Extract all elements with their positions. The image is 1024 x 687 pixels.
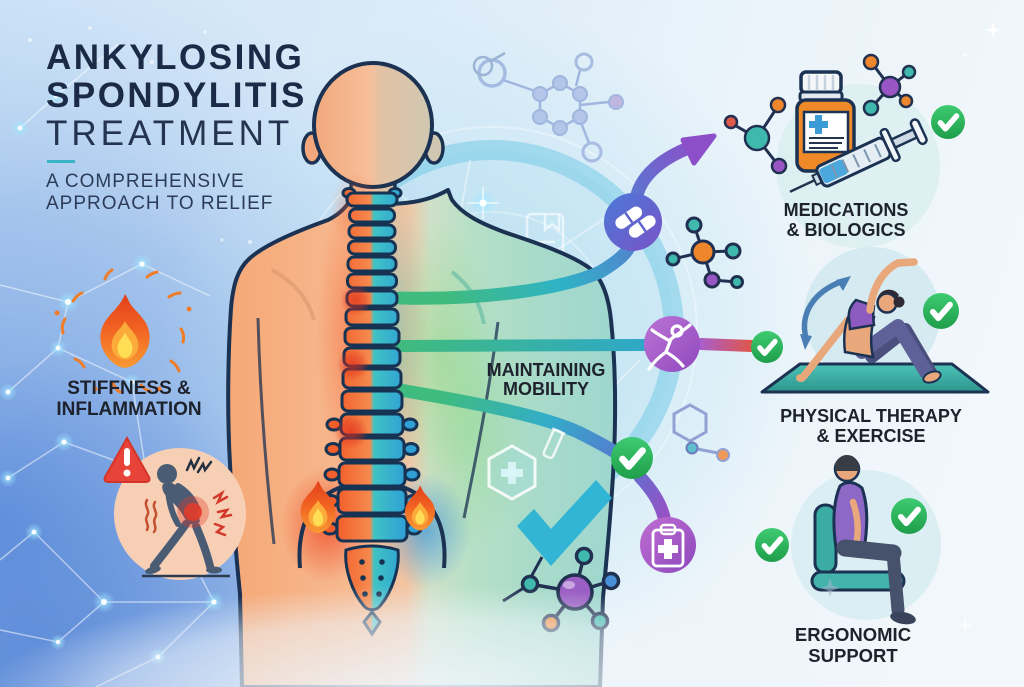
title-line-2: SPONDYLITIS	[46, 76, 307, 115]
pain-lines	[212, 489, 233, 537]
title-underline	[47, 160, 75, 163]
molecule-icon	[665, 216, 744, 289]
stiffness-cluster	[54, 268, 246, 580]
physical-therapy-cluster	[760, 247, 990, 394]
check-icon-medications	[931, 105, 965, 139]
pill-capsules-icon	[615, 206, 656, 238]
check-icon-ergonomic-left	[755, 528, 789, 562]
sitting-person-icon	[832, 454, 869, 552]
ergonomic-label: ERGONOMIC SUPPORT	[743, 624, 963, 666]
subtitle-line-1: A COMPREHENSIVE	[46, 171, 245, 192]
mobility-label-line2: MOBILITY	[503, 379, 589, 399]
warning-icon	[103, 435, 151, 483]
connectors	[393, 133, 757, 524]
pain-figure-icon	[142, 456, 233, 578]
ergonomic-label-line2: SUPPORT	[808, 645, 898, 666]
ring-decoration	[472, 51, 506, 77]
yoga-mat	[760, 362, 990, 394]
check-icon-physical-left	[751, 331, 783, 363]
mobility-label-line1: MAINTAINING	[486, 360, 606, 380]
hexagon-molecule-icon	[672, 403, 730, 462]
stiffness-label-line1: STIFFNESS &	[67, 378, 191, 399]
physical-therapy-label: PHYSICAL THERAPY & EXERCISE	[751, 406, 991, 446]
shield-cross-icon	[487, 427, 566, 501]
medications-label-line2: & BIOLOGICS	[786, 220, 906, 240]
title-line-1: ANKYLOSING	[46, 38, 305, 77]
check-icon-physical	[923, 293, 959, 329]
check-icon-ergonomic	[891, 498, 927, 534]
connector-support	[393, 383, 633, 466]
sitting-person-legs	[836, 539, 916, 625]
ergonomic-cluster	[791, 454, 941, 625]
physical-therapy-label-line1: PHYSICAL THERAPY	[780, 406, 962, 426]
medications-label-line1: MEDICATIONS	[783, 200, 909, 220]
yoga-person-icon	[796, 258, 942, 384]
stiffness-label-line2: INFLAMMATION	[56, 398, 202, 420]
stretch-node	[644, 316, 700, 372]
medications-label: MEDICATIONS & BIOLOGICS	[736, 200, 956, 240]
left-arm-line	[256, 317, 276, 545]
ergonomic-label-line1: ERGONOMIC	[794, 624, 912, 645]
molecule-icon	[477, 52, 624, 163]
head	[312, 61, 434, 189]
stretch-figure-icon	[647, 323, 692, 371]
clipboard-icon	[651, 523, 685, 568]
title-line-3: TREATMENT	[46, 114, 294, 153]
inflammation-spots	[334, 284, 372, 449]
big-check-icon	[517, 480, 612, 566]
medications-cluster	[723, 53, 965, 248]
left-shoulder-blade	[271, 268, 316, 321]
glow-spark	[467, 187, 499, 219]
syringe-icon	[789, 118, 928, 193]
stiffness-label: STIFFNESS & INFLAMMATION	[9, 378, 249, 420]
subtitle-line-2: APPROACH TO RELIEF	[46, 193, 274, 214]
check-icon-support-path	[611, 437, 653, 479]
connector-mobility	[394, 339, 650, 352]
flame-sparks	[54, 268, 192, 394]
clipboard-node	[640, 517, 696, 573]
arrow-icon	[680, 133, 717, 166]
molecule-icon	[723, 96, 788, 175]
connector-medications	[393, 236, 638, 305]
pills-node	[604, 193, 662, 251]
mobility-label: MAINTAINING MOBILITY	[436, 361, 656, 399]
chair-seat	[810, 570, 906, 592]
physical-therapy-label-line2: & EXERCISE	[816, 426, 926, 446]
motion-arrow-icon	[800, 276, 851, 350]
bottom-fade	[0, 585, 878, 687]
medicine-bottle-icon	[795, 70, 856, 173]
molecule-icon	[862, 53, 917, 117]
